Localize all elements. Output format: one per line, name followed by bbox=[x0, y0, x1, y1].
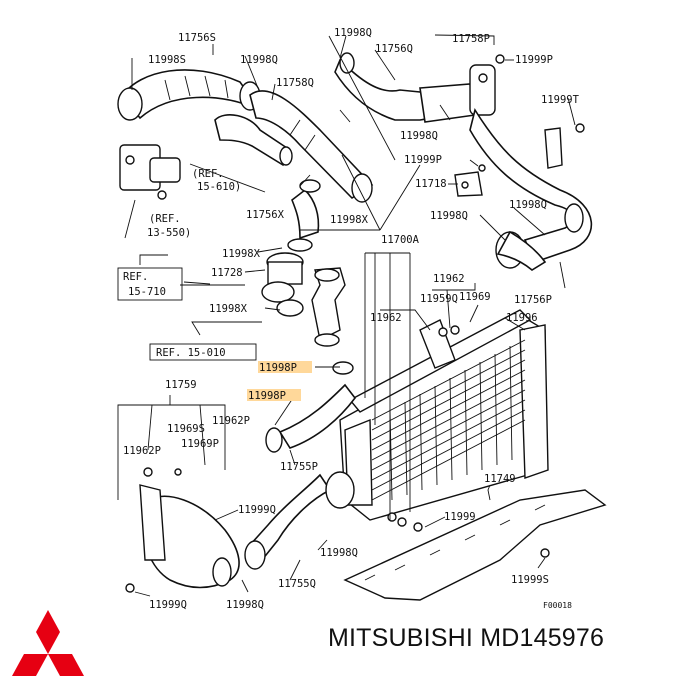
label-11999q-b: 11999Q bbox=[149, 599, 187, 611]
label-11999: 11999 bbox=[444, 511, 476, 523]
label-11998x-c: 11998X bbox=[209, 303, 248, 315]
label-11998q-e: 11998Q bbox=[509, 199, 547, 211]
ref-13-550-line1: (REF. bbox=[149, 213, 181, 225]
intercooler-fins bbox=[371, 339, 526, 501]
label-11998x-b: 11998X bbox=[222, 248, 261, 260]
label-11998q-d: 11998Q bbox=[430, 210, 468, 222]
ref-15-610-leader bbox=[189, 163, 266, 193]
intercooler-core-11700a bbox=[339, 309, 549, 521]
label-11998q-c: 11998Q bbox=[400, 130, 438, 142]
hose-11756s bbox=[117, 69, 263, 121]
label-11756p: 11756P bbox=[514, 294, 552, 306]
hose-11758q bbox=[249, 90, 374, 203]
figure-code: F00018 bbox=[543, 601, 572, 610]
label-11999t: 11999T bbox=[541, 94, 580, 106]
hose-11756p bbox=[469, 107, 593, 271]
valve-block-13-550 bbox=[119, 144, 181, 200]
pipe-ref-15-610 bbox=[214, 114, 293, 167]
label-11998q-f: 11998Q bbox=[320, 547, 358, 559]
hose-11755q bbox=[244, 471, 355, 570]
hose-11758p bbox=[469, 64, 496, 116]
ref-15-710-arrow bbox=[183, 281, 211, 285]
label-11969p: 11969P bbox=[181, 438, 219, 450]
logo-right-diamond bbox=[48, 654, 84, 676]
label-11759: 11759 bbox=[165, 379, 197, 391]
ref-15-710-line1: REF. bbox=[123, 271, 148, 283]
label-11969s: 11969S bbox=[167, 423, 205, 435]
logo-left-diamond bbox=[12, 654, 48, 676]
ref-13-550-leader bbox=[124, 199, 136, 239]
label-11728: 11728 bbox=[211, 267, 243, 279]
mitsubishi-logo bbox=[12, 610, 84, 676]
label-11999s: 11999S bbox=[511, 574, 549, 586]
label-11756x: 11756X bbox=[246, 209, 285, 221]
ref-15-710-box bbox=[117, 267, 183, 301]
label-11959q: 11959Q bbox=[420, 293, 458, 305]
label-11999p-a: 11999P bbox=[515, 54, 553, 66]
label-11999q-a: 11999Q bbox=[238, 504, 276, 516]
label-11999p-b: 11999P bbox=[404, 154, 442, 166]
pipe-center-11998x bbox=[311, 267, 346, 347]
label-11998q-a: 11998Q bbox=[334, 27, 372, 39]
label-11962p-a: 11962P bbox=[123, 445, 161, 457]
highlight-11998p-a bbox=[258, 361, 312, 373]
hose-11759 bbox=[139, 484, 240, 589]
ref-15-010-box bbox=[149, 343, 257, 361]
label-11758q: 11758Q bbox=[276, 77, 314, 89]
hose-11755p bbox=[265, 361, 357, 453]
logo-top-diamond bbox=[36, 610, 60, 654]
label-11756q: 11756Q bbox=[375, 43, 413, 55]
label-11700a: 11700A bbox=[381, 234, 420, 246]
label-11758p: 11758P bbox=[452, 33, 490, 45]
label-11749: 11749 bbox=[484, 473, 516, 485]
label-11998x-a: 11998X bbox=[330, 214, 369, 226]
label-11998s: 11998S bbox=[148, 54, 186, 66]
label-11998q-g: 11998Q bbox=[226, 599, 264, 611]
label-11962p-b: 11962P bbox=[212, 415, 250, 427]
brand-caption: MITSUBISHI MD145976 bbox=[328, 624, 605, 652]
label-11718: 11718 bbox=[415, 178, 447, 190]
leader-lines bbox=[117, 34, 576, 597]
ref-15-710-line2: 15-710 bbox=[128, 286, 166, 298]
label-11962-a: 11962 bbox=[433, 273, 465, 285]
ref-15-610-line1: (REF. bbox=[192, 168, 224, 180]
label-11996: 11996 bbox=[506, 312, 538, 324]
label-11998p-a: 11998P bbox=[259, 362, 297, 374]
label-11998q-b: 11998Q bbox=[240, 54, 278, 66]
plate-11749 bbox=[343, 489, 607, 601]
label-11755q: 11755Q bbox=[278, 578, 316, 590]
label-11969: 11969 bbox=[459, 291, 491, 303]
bolts bbox=[125, 54, 585, 593]
ref-15-010: REF. 15-010 bbox=[156, 347, 226, 359]
label-11756s: 11756S bbox=[178, 32, 216, 44]
elbow-11728 bbox=[261, 252, 304, 317]
label-11962-b: 11962 bbox=[370, 312, 402, 324]
hose-11756x bbox=[287, 179, 321, 252]
ref-15-610-line2: 15-610) bbox=[197, 181, 241, 193]
highlight-11998p-b bbox=[247, 389, 301, 401]
bracket-11718 bbox=[454, 127, 563, 197]
label-11755p: 11755P bbox=[280, 461, 318, 473]
label-11998p-b: 11998P bbox=[248, 390, 286, 402]
ref-13-550-line2: 13-550) bbox=[147, 227, 191, 239]
